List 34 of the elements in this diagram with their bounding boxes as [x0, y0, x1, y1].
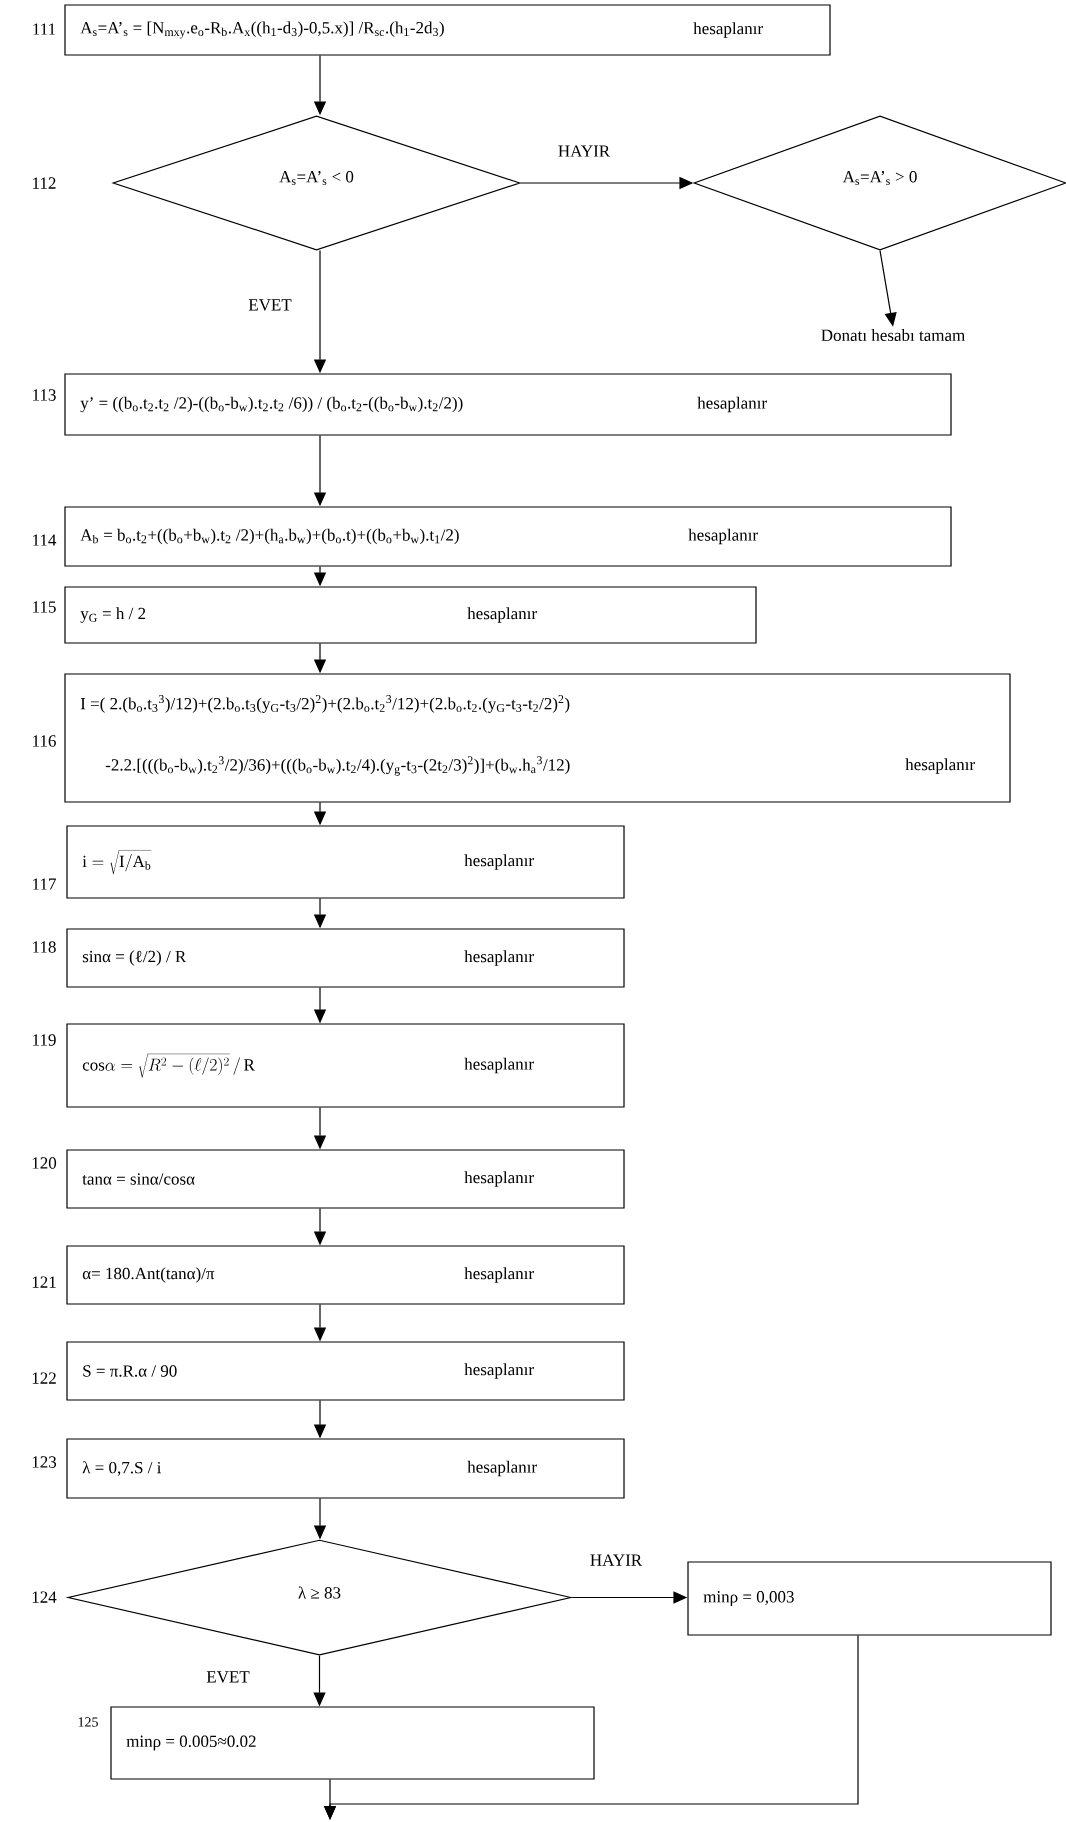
process-box: A$_{b}$ = b$_{o}$.t$_{2}$+((b$_{o}$+b$_{w}$).t$_{2}$ /2)+(h$_{a}$.b$_{w}$)+(b$_{o}$.t)+((b$_{o}$+b$_{w}$).t$_{1}$/2) hesaplanır — [64, 506, 952, 567]
step-number: 124 — [32, 1591, 57, 1603]
step-number: 117 — [33, 878, 56, 890]
process-box: minρ = 0.005≈0.02 — [110, 1706, 595, 1780]
process-box: $\mathrm{i} = \sqrt{\mathrm{I/A_b}}$ hesaplanır — [66, 825, 625, 899]
process-box: λ = 0,7.S / i hesaplanır — [66, 1438, 625, 1499]
process-box: minρ = 0,003 — [687, 1561, 1052, 1636]
step-number: 114 — [33, 534, 57, 546]
step-number: 115 — [33, 601, 56, 613]
edge-label: HAYIR — [556, 144, 612, 158]
result-text: Donatı hesabı tamam — [821, 329, 965, 341]
process-box: I =( 2.(b$_{o}$.t$_{3}$$^{3}$)/12)+(2.b$_{o}$.t$_{3}$(y$_{G}$-t$_{3}$/2)$^{2}$)+(2.b$_{o}$.t$_{2}$$^{3}$/12)+(2.b$_{o}$.t$_{2}$.(y$_{G}$-t$_{3}$-t$_{2}$/2)$^{2}$) -2.2.[(((b$_{o}$-b$_{w}$).t$_{2}$$^{3}$/2)/36)+(((b$_{o}$-b$_{w}$).t$_{2}$/4).(y$_{g}$-t$_{3}$-(2t$_{2}$/3)$^{2}$)]+(b$_{w}$.h$_{a}$$^{3}$/12) hesaplanır — [64, 673, 1011, 803]
step-number: 118 — [33, 941, 56, 953]
step-number: 119 — [33, 1034, 56, 1046]
process-box: A$_{s}$=A’$_{s}$ = [N$_{mxy}$.e$_{o}$-R$_{b}$.A$_{x}$((h$_{1}$-d$_{3}$)-0,5.x)] /R$_{sc}$.(h$_{1}$-2d$_{3}$) hesaplanır — [64, 4, 831, 56]
step-number: 123 — [32, 1456, 57, 1468]
process-box: sinα = (ℓ/2) / R hesaplanır — [66, 928, 625, 988]
step-number: 111 — [33, 23, 56, 35]
process-box: S = π.R.α / 90 hesaplanır — [66, 1341, 625, 1401]
step-number: 116 — [33, 735, 56, 747]
process-box: y$_{G}$ = h / 2 hesaplanır — [64, 586, 757, 644]
process-box: tanα = sinα/cosα hesaplanır — [66, 1149, 625, 1209]
step-number: 125 — [78, 1717, 98, 1727]
step-number: 121 — [32, 1276, 56, 1288]
process-box: α= 180.Ant(tanα)/π hesaplanır — [66, 1245, 625, 1305]
edge-label: HAYIR — [588, 1553, 644, 1567]
process-box: y’ = ((b$_{o}$.t$_{2}$.t$_{2}$ /2)-((b$_{o}$-b$_{w}$).t$_{2}$.t$_{2}$ /6)) / (b$_{o}$.t$_{2}$-((b$_{o}$-b$_{w}$).t$_{2}$/2)) hesaplanır — [64, 373, 952, 436]
step-number: 113 — [33, 389, 56, 401]
step-number: 112 — [33, 177, 56, 189]
edge-label: EVET — [205, 1670, 251, 1684]
step-number: 120 — [32, 1157, 57, 1169]
process-box: $\mathrm{cos}\alpha = \sqrt{R^{2}-(\ell/2)^{2}}\,/\,\mathrm{R}$ hesaplanır — [66, 1023, 625, 1108]
edge-label: EVET — [247, 298, 293, 312]
step-number: 122 — [32, 1372, 56, 1384]
